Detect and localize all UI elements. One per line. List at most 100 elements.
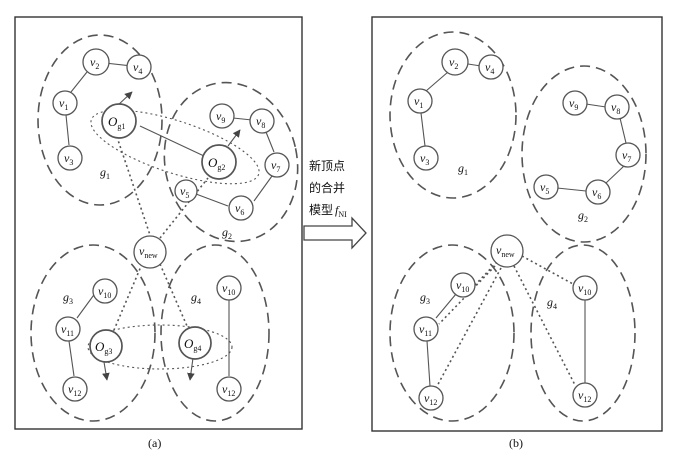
edge-v5-v6 bbox=[195, 193, 229, 207]
node-label: v2 bbox=[449, 55, 458, 71]
edge-b-v11-v12 bbox=[426, 340, 431, 387]
line-og1-og2 bbox=[139, 125, 205, 157]
node-a-v2: v2 bbox=[82, 48, 110, 76]
node-b-v11: v11 bbox=[413, 316, 439, 342]
panel-b-frame bbox=[371, 16, 663, 432]
arrow-og3 bbox=[102, 361, 110, 381]
node-b-vnew: vnew bbox=[490, 234, 524, 268]
edge-v7-v6 bbox=[253, 175, 273, 202]
arrow-text-line1: 新顶点 bbox=[309, 158, 345, 173]
node-label: Og2 bbox=[208, 155, 225, 172]
node-label: v11 bbox=[61, 322, 74, 338]
node-label: v6 bbox=[235, 201, 244, 217]
node-a-Og4: Og4 bbox=[178, 326, 212, 360]
dotted-vnew-og3 bbox=[113, 263, 143, 331]
node-b-v10-g3: v10 bbox=[450, 272, 476, 298]
node-b-v1: v1 bbox=[407, 88, 433, 114]
cluster-g4-boundary-b bbox=[530, 244, 636, 422]
cluster-g1-boundary bbox=[37, 34, 163, 206]
node-label: v12 bbox=[68, 382, 81, 398]
node-a-v4: v4 bbox=[126, 54, 152, 80]
edge-b-v9-v8 bbox=[585, 103, 607, 108]
edge-b-v5-v6 bbox=[556, 187, 587, 192]
edge-v10-v11-g3 bbox=[76, 291, 97, 319]
node-label: v9 bbox=[216, 109, 225, 125]
arrow-og2 bbox=[227, 129, 241, 147]
node-a-v1: v1 bbox=[52, 90, 78, 116]
node-label: v7 bbox=[271, 158, 280, 174]
node-label: v5 bbox=[540, 180, 549, 196]
dotted-b-vnew-v12-g4 bbox=[513, 265, 576, 386]
node-label: v10 bbox=[456, 278, 469, 294]
panel-b-caption: (b) bbox=[509, 436, 523, 450]
edge-v2-v1 bbox=[70, 71, 88, 93]
node-b-v12-g4: v12 bbox=[572, 382, 598, 408]
node-label: v9 bbox=[569, 96, 578, 112]
node-b-v9: v9 bbox=[562, 90, 588, 116]
edge-v8-v7 bbox=[265, 131, 275, 153]
node-a-Og3: Og3 bbox=[89, 329, 123, 363]
group-label-g4-b: g4 bbox=[547, 295, 557, 311]
node-a-Og1: Og1 bbox=[101, 103, 137, 139]
panel-a-frame bbox=[14, 16, 303, 430]
group-label-g2-b: g2 bbox=[578, 208, 588, 224]
group-label-g3: g3 bbox=[63, 290, 73, 306]
group-label-g4: g4 bbox=[191, 290, 201, 306]
node-label: Og4 bbox=[184, 336, 201, 353]
node-b-v10-g4: v10 bbox=[572, 275, 598, 301]
cluster-g2-boundary-b bbox=[521, 65, 647, 243]
node-a-vnew: vnew bbox=[133, 235, 167, 269]
edge-b-v2-v1 bbox=[425, 71, 449, 92]
node-label: v1 bbox=[59, 96, 68, 112]
region-og3-og4 bbox=[87, 324, 233, 370]
node-label: v3 bbox=[420, 151, 429, 167]
cluster-g2-boundary bbox=[163, 81, 299, 243]
node-label: v4 bbox=[485, 60, 494, 76]
node-a-v5: v5 bbox=[174, 179, 198, 203]
node-a-v3: v3 bbox=[57, 145, 83, 171]
dotted-vnew-og1 bbox=[117, 139, 152, 239]
edge-v1-v3 bbox=[65, 114, 70, 146]
node-b-v12-g3: v12 bbox=[418, 385, 444, 411]
node-a-v8: v8 bbox=[249, 108, 275, 134]
node-b-v8: v8 bbox=[604, 94, 630, 120]
node-label: v10 bbox=[578, 281, 591, 297]
node-label: v2 bbox=[90, 55, 99, 71]
node-label: Og3 bbox=[95, 339, 112, 356]
node-a-v10-g3: v10 bbox=[92, 278, 118, 304]
group-label-g1-b: g1 bbox=[458, 161, 468, 177]
node-label: v6 bbox=[592, 185, 601, 201]
edge-b-v8-v7 bbox=[619, 117, 627, 144]
node-b-v2: v2 bbox=[441, 48, 469, 76]
node-a-v6: v6 bbox=[228, 195, 254, 221]
panel-a-caption: (a) bbox=[148, 436, 161, 450]
cluster-g1-boundary-b bbox=[389, 31, 517, 199]
node-label: v10 bbox=[222, 281, 235, 297]
node-label: v8 bbox=[611, 100, 620, 116]
group-label-g2: g2 bbox=[222, 225, 232, 241]
node-b-v5: v5 bbox=[533, 174, 559, 200]
edge-b-v7-v6 bbox=[605, 165, 625, 184]
node-label: Og1 bbox=[108, 114, 125, 131]
edge-v9-v8 bbox=[232, 117, 253, 121]
node-a-v7: v7 bbox=[264, 152, 290, 178]
node-label: v1 bbox=[414, 94, 423, 110]
node-label: v12 bbox=[424, 391, 437, 407]
group-label-g3-b: g3 bbox=[420, 290, 430, 306]
node-label: v3 bbox=[64, 151, 73, 167]
node-a-v11: v11 bbox=[55, 316, 81, 342]
edge-b-v1-v3 bbox=[420, 112, 426, 147]
cluster-g4-boundary bbox=[160, 244, 270, 422]
node-a-Og2: Og2 bbox=[201, 144, 237, 180]
node-label: v5 bbox=[180, 184, 189, 200]
dotted-b-vnew-v10-g3 bbox=[473, 261, 498, 287]
node-label: v12 bbox=[578, 388, 591, 404]
node-a-v10-g4: v10 bbox=[216, 275, 242, 301]
node-label: v10 bbox=[98, 284, 111, 300]
edge-b-v10-v11 bbox=[435, 293, 457, 319]
node-label: vnew bbox=[139, 244, 158, 260]
arrow-og4 bbox=[187, 357, 195, 381]
region-og1-og2 bbox=[90, 109, 260, 185]
